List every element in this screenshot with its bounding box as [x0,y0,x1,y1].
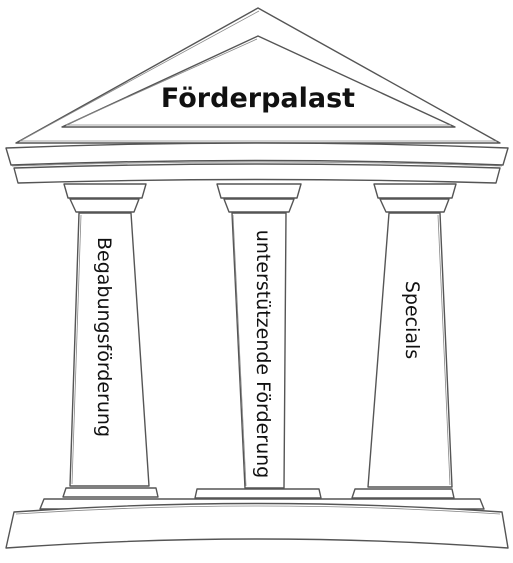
temple-base [5,498,509,549]
pillar-label-specials: Specials [401,281,423,359]
pillar-begabungsfoerderung [62,183,159,498]
temple-title: Förderpalast [161,83,355,114]
entablature [5,142,509,184]
pillar-specials [351,183,457,499]
pillar-label-unterstuetzende-foerderung: unterstützende Förderung [252,230,274,478]
pillar-unterstuetzende-foerderung [194,183,322,499]
roof [15,7,501,144]
pillar-label-begabungsfoerderung: Begabungsförderung [93,237,115,437]
